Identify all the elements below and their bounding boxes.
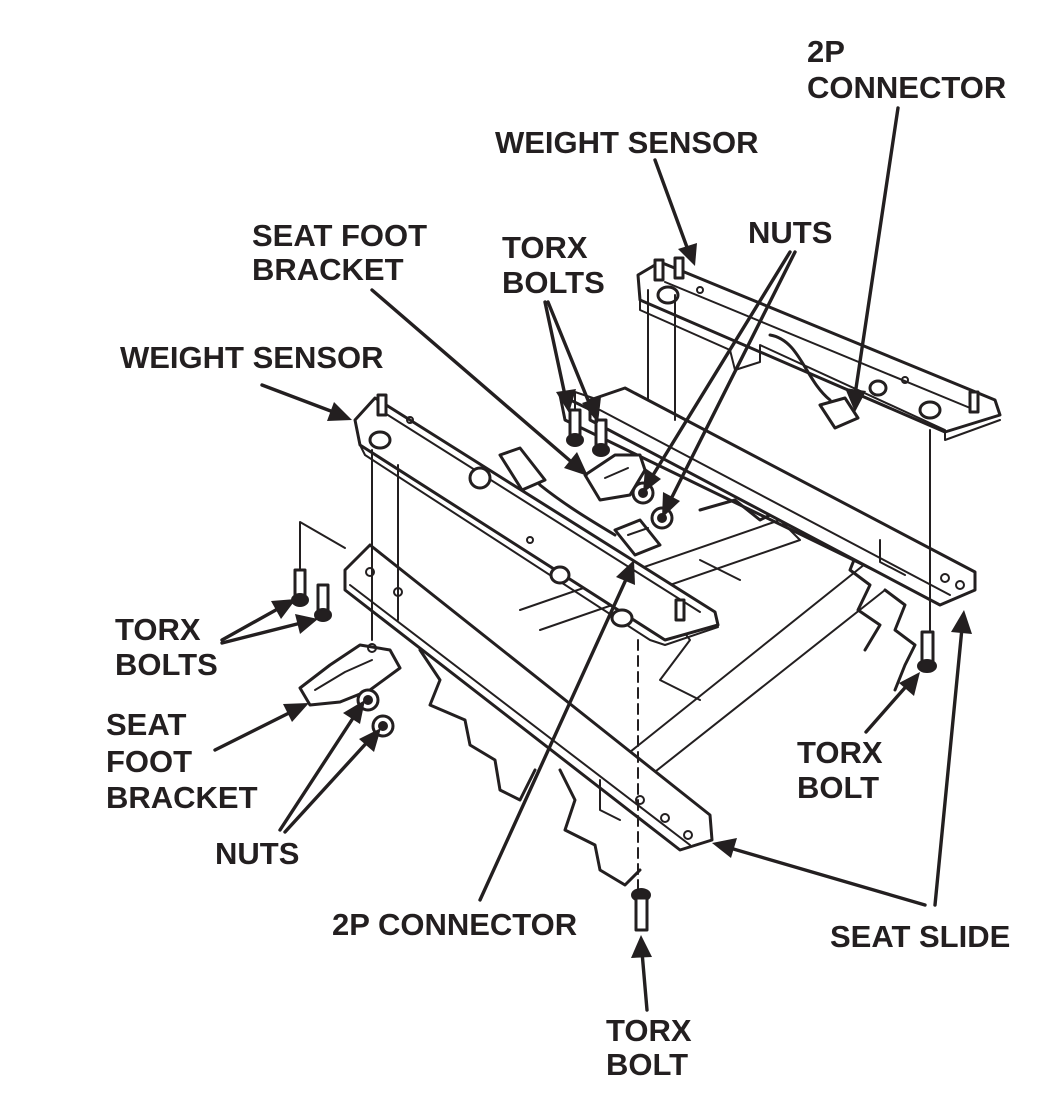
seat-slide-right bbox=[588, 386, 977, 607]
leader-lines bbox=[213, 106, 972, 1012]
torx-bolt-right bbox=[917, 630, 937, 673]
label-nuts-top: NUTS bbox=[748, 215, 832, 250]
label-seat-foot-bracket-left-line1: SEAT bbox=[106, 707, 186, 742]
label-torx-bolt-right-line2: BOLT bbox=[797, 770, 879, 805]
alignment-lines bbox=[299, 289, 931, 891]
seat-slide-left bbox=[343, 543, 714, 852]
torx-bolts-top bbox=[566, 408, 610, 457]
label-2p-connector-top-line2: CONNECTOR bbox=[807, 70, 1006, 105]
weight-sensor-top bbox=[636, 256, 1002, 441]
label-torx-bolts-top-line1: TORX bbox=[502, 230, 588, 265]
label-torx-bolt-bottom-line1: TORX bbox=[606, 1013, 692, 1048]
label-2p-connector-top-line1: 2P bbox=[807, 34, 845, 69]
callout-labels: 2P CONNECTOR WEIGHT SENSOR NUTS TORX BOL… bbox=[106, 34, 1010, 1082]
label-nuts-left: NUTS bbox=[215, 836, 299, 871]
label-torx-bolts-left-line2: BOLTS bbox=[115, 647, 218, 682]
label-seat-slide: SEAT SLIDE bbox=[830, 919, 1010, 954]
label-seat-foot-bracket-top-line1: SEAT FOOT bbox=[252, 218, 427, 253]
seat-foot-bracket-left bbox=[298, 643, 402, 707]
label-seat-foot-bracket-left-line2: FOOT bbox=[106, 744, 192, 779]
nuts-left bbox=[356, 688, 395, 738]
label-torx-bolts-left-line1: TORX bbox=[115, 612, 201, 647]
label-2p-connector-bottom: 2P CONNECTOR bbox=[332, 907, 577, 942]
label-weight-sensor-top: WEIGHT SENSOR bbox=[495, 125, 759, 160]
label-torx-bolts-top-line2: BOLTS bbox=[502, 265, 605, 300]
label-seat-foot-bracket-top-line2: BRACKET bbox=[252, 252, 404, 287]
label-weight-sensor-left: WEIGHT SENSOR bbox=[120, 340, 384, 375]
torx-bolts-left bbox=[291, 568, 332, 622]
label-seat-foot-bracket-left-line3: BRACKET bbox=[106, 780, 258, 815]
label-torx-bolt-bottom-line2: BOLT bbox=[606, 1047, 688, 1082]
label-torx-bolt-right-line1: TORX bbox=[797, 735, 883, 770]
torx-bolt-bottom bbox=[631, 888, 651, 932]
